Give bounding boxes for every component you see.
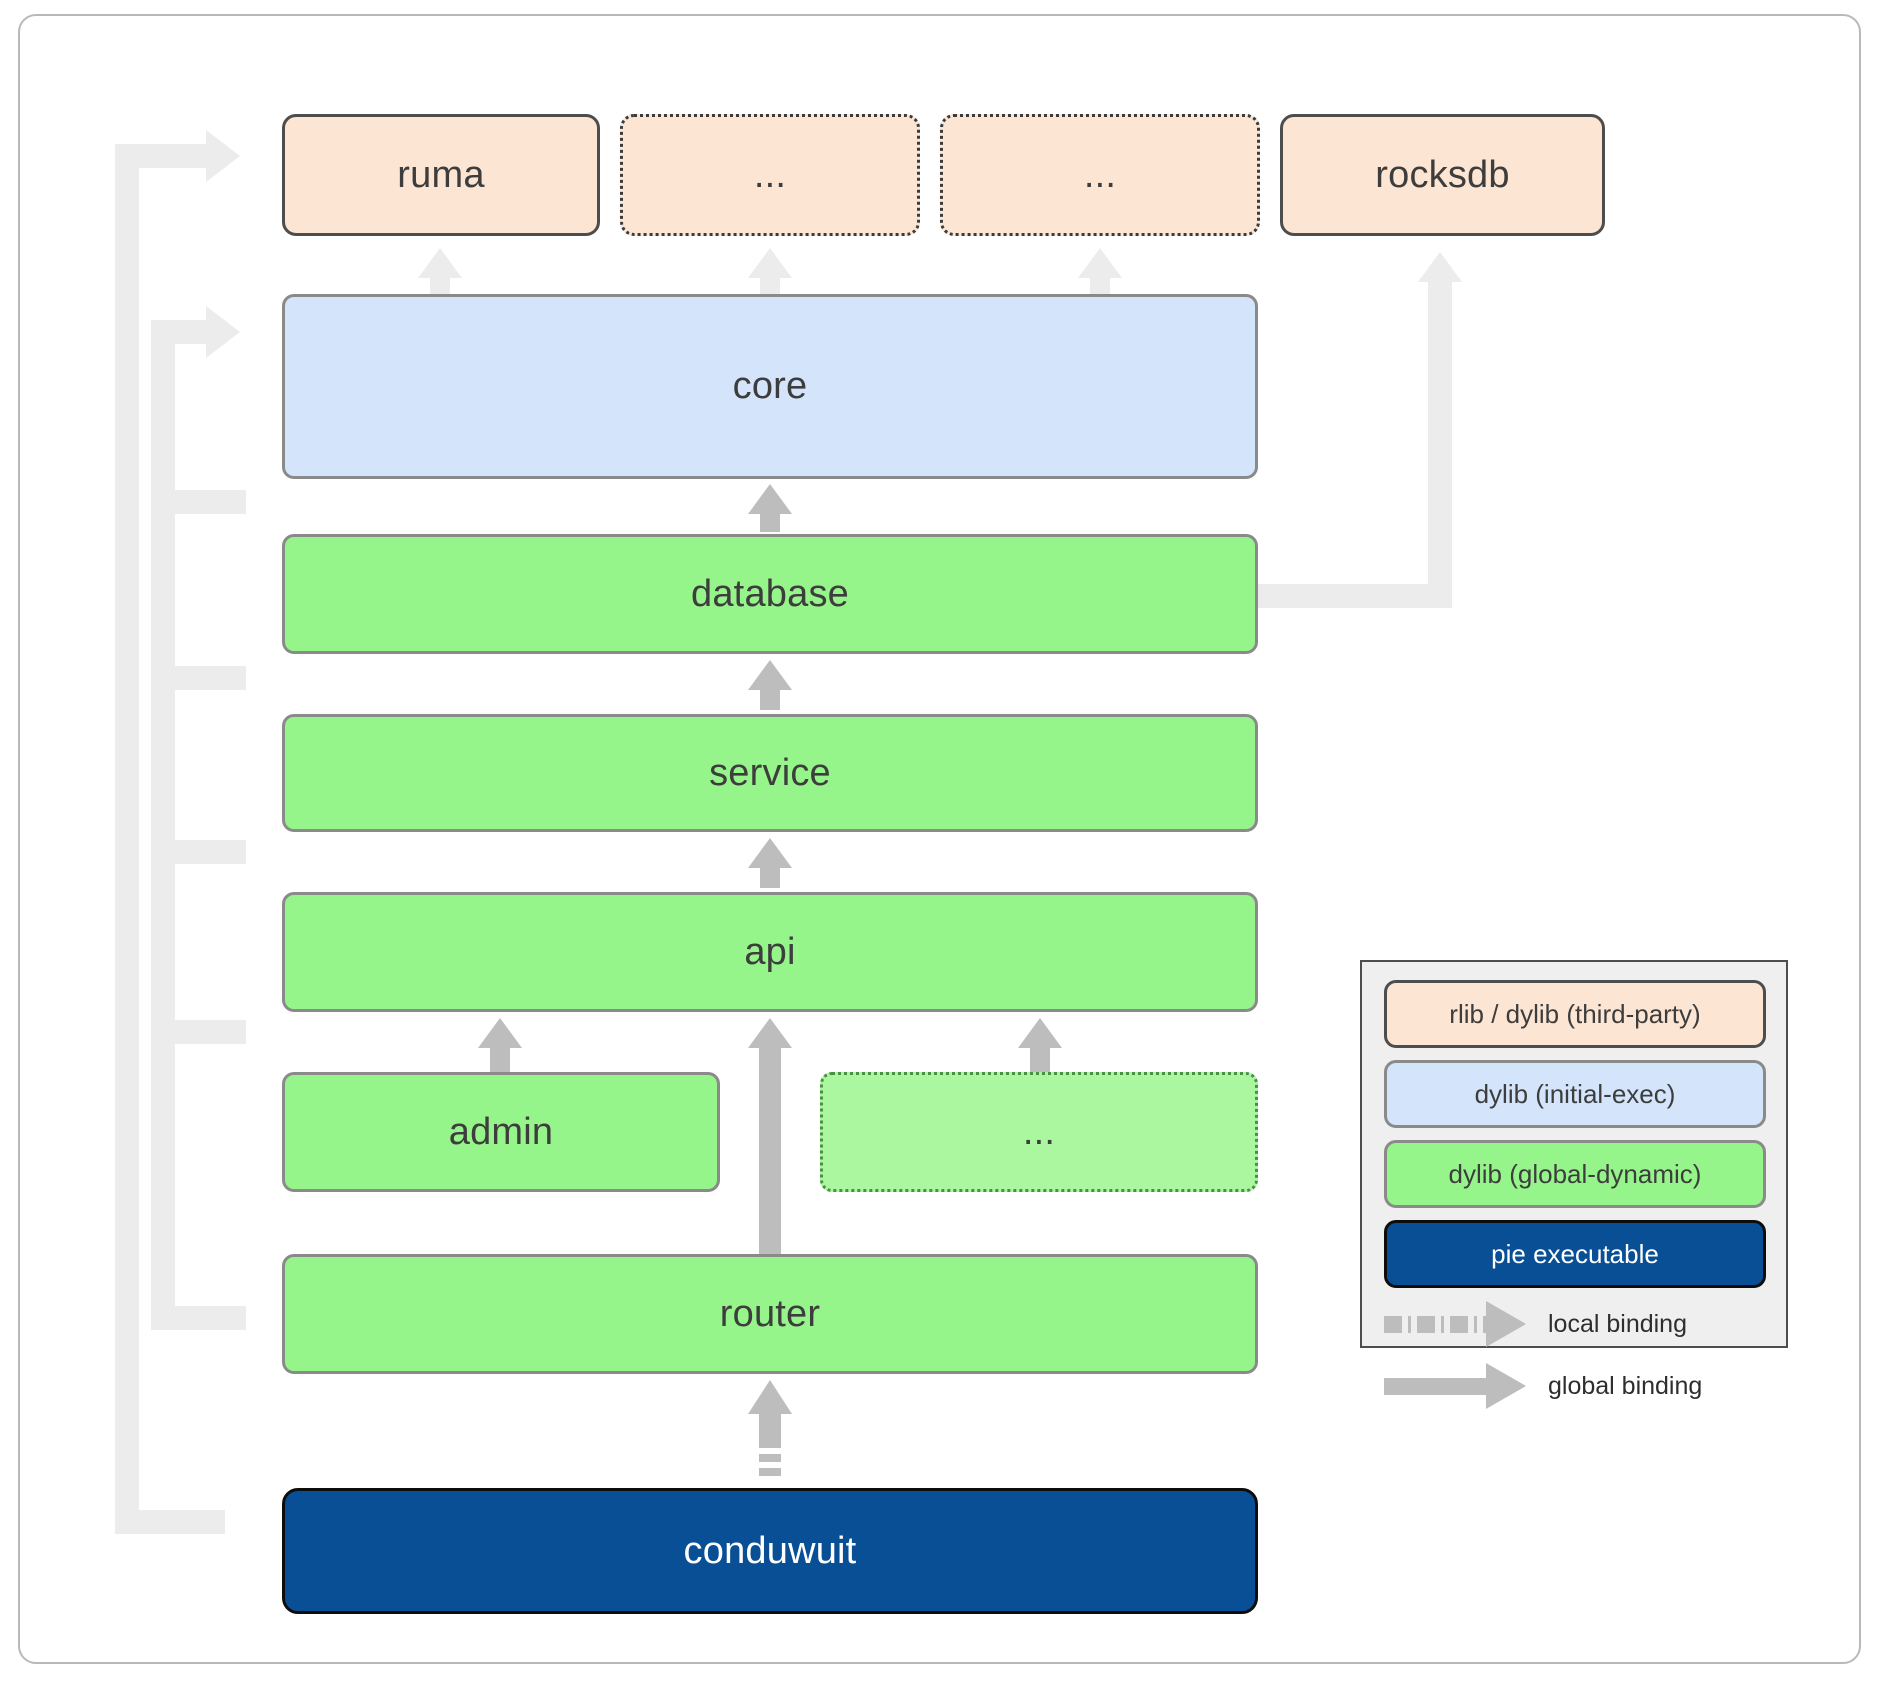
legend-row-local-binding: local binding [1384,1298,1770,1350]
diagram-card: ruma ... ... rocksdb core [18,14,1861,1664]
legend-item-pie-executable: pie executable [1384,1220,1766,1288]
legend-item-pie-executable-label: pie executable [1491,1238,1659,1269]
node-conduwuit[interactable]: conduwuit [282,1488,1258,1614]
node-admin[interactable]: admin [282,1072,720,1192]
wire-to-ruma [115,144,209,168]
arrow-router-to-api [740,1018,800,1260]
arrow-ellipsis-to-api [1010,1018,1070,1076]
legend-item-initial-exec-label: dylib (initial-exec) [1474,1078,1676,1109]
node-service-label: service [709,751,831,794]
node-ellipsis-top-1[interactable]: ... [620,114,920,236]
arrow-api-to-service [740,838,800,888]
arrow-database-to-rocksdb [1410,252,1470,292]
wire-trunk-outer [115,144,139,1534]
legend-item-global-dynamic: dylib (global-dynamic) [1384,1140,1766,1208]
wire-head-core [206,306,240,358]
wire-to-core [151,320,211,344]
global-binding-arrow-icon [1384,1363,1526,1409]
node-admin-label: admin [448,1110,554,1153]
node-core[interactable]: core [282,294,1258,479]
node-ellipsis-top-2[interactable]: ... [940,114,1260,236]
legend-item-third-party-label: rlib / dylib (third-party) [1449,998,1701,1029]
wire-to-database [151,490,246,514]
legend-item-third-party: rlib / dylib (third-party) [1384,980,1766,1048]
node-api[interactable]: api [282,892,1258,1012]
wire-database-to-rocksdb-v [1428,278,1452,608]
node-service[interactable]: service [282,714,1258,832]
node-router[interactable]: router [282,1254,1258,1374]
wire-to-router [151,1306,246,1330]
wire-database-to-rocksdb-h [1258,584,1452,608]
node-database-label: database [691,572,849,615]
legend-row-global-binding: global binding [1384,1360,1770,1412]
node-ruma[interactable]: ruma [282,114,600,236]
node-database[interactable]: database [282,534,1258,654]
wire-trunk-inner [151,320,175,1320]
legend-item-global-dynamic-label: dylib (global-dynamic) [1448,1158,1702,1189]
arrow-core-to-ellipsis-1 [740,248,800,296]
legend-local-binding-label: local binding [1548,1309,1687,1338]
wire-to-service [151,666,246,690]
legend-global-binding-label: global binding [1548,1371,1703,1400]
arrow-admin-to-api [470,1018,530,1076]
node-router-label: router [719,1292,821,1335]
arrow-core-to-ellipsis-2 [1070,248,1130,296]
wire-to-admin [151,1020,246,1044]
arrow-core-to-ruma [410,248,470,296]
node-ellipsis-top-1-label: ... [753,153,787,196]
node-core-label: core [732,365,808,407]
wire-to-api [151,840,246,864]
node-ruma-label: ruma [397,153,485,196]
arrow-database-to-core [740,484,800,532]
node-api-label: api [744,930,796,973]
arrow-conduwuit-to-router-local [740,1380,800,1484]
node-rocksdb[interactable]: rocksdb [1280,114,1605,236]
node-ellipsis-api-label: ... [1022,1110,1056,1153]
node-ellipsis-top-2-label: ... [1083,153,1117,196]
wire-head-ruma [206,130,240,182]
legend-item-initial-exec: dylib (initial-exec) [1384,1060,1766,1128]
node-conduwuit-label: conduwuit [683,1529,857,1572]
arrow-service-to-database [740,660,800,710]
legend-panel: rlib / dylib (third-party) dylib (initia… [1360,960,1788,1409]
node-rocksdb-label: rocksdb [1375,153,1510,196]
wire-to-conduwuit [115,1510,225,1534]
node-ellipsis-api[interactable]: ... [820,1072,1258,1192]
local-binding-arrow-icon [1384,1301,1526,1347]
